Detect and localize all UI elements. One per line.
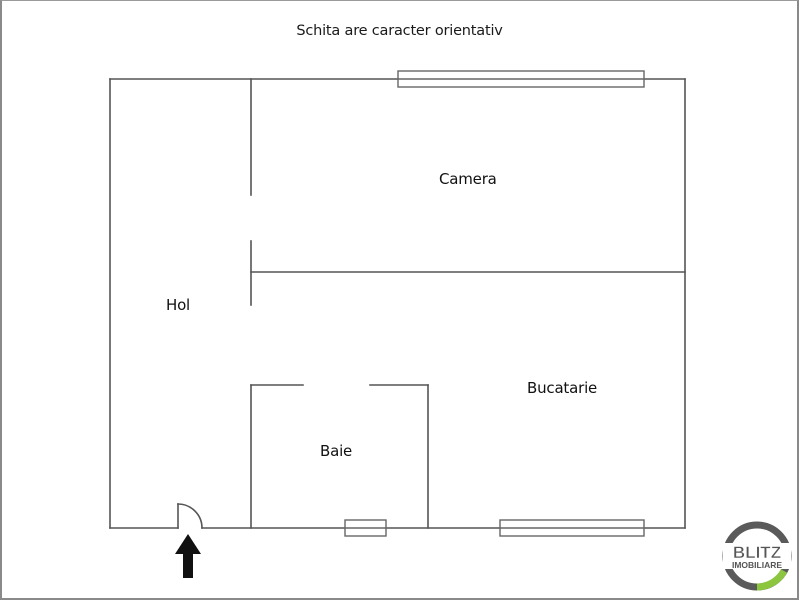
entrance-arrow-icon — [175, 534, 201, 578]
room-label-camera: Camera — [439, 170, 497, 188]
logo-text-imobiliare: IMOBILIARE — [732, 560, 782, 570]
room-label-bucatarie: Bucatarie — [527, 379, 598, 397]
plan-disclaimer-title: Schita are caracter orientativ — [296, 23, 503, 39]
entrance-door-swing — [177, 503, 203, 529]
logo-text-blitz: BLITZ — [733, 543, 781, 562]
logo-ring-icon: BLITZ IMOBILIARE — [722, 521, 792, 591]
blitz-imobiliare-logo: BLITZ IMOBILIARE — [720, 519, 794, 593]
room-label-baie: Baie — [320, 442, 353, 460]
room-label-hol: Hol — [166, 296, 191, 314]
